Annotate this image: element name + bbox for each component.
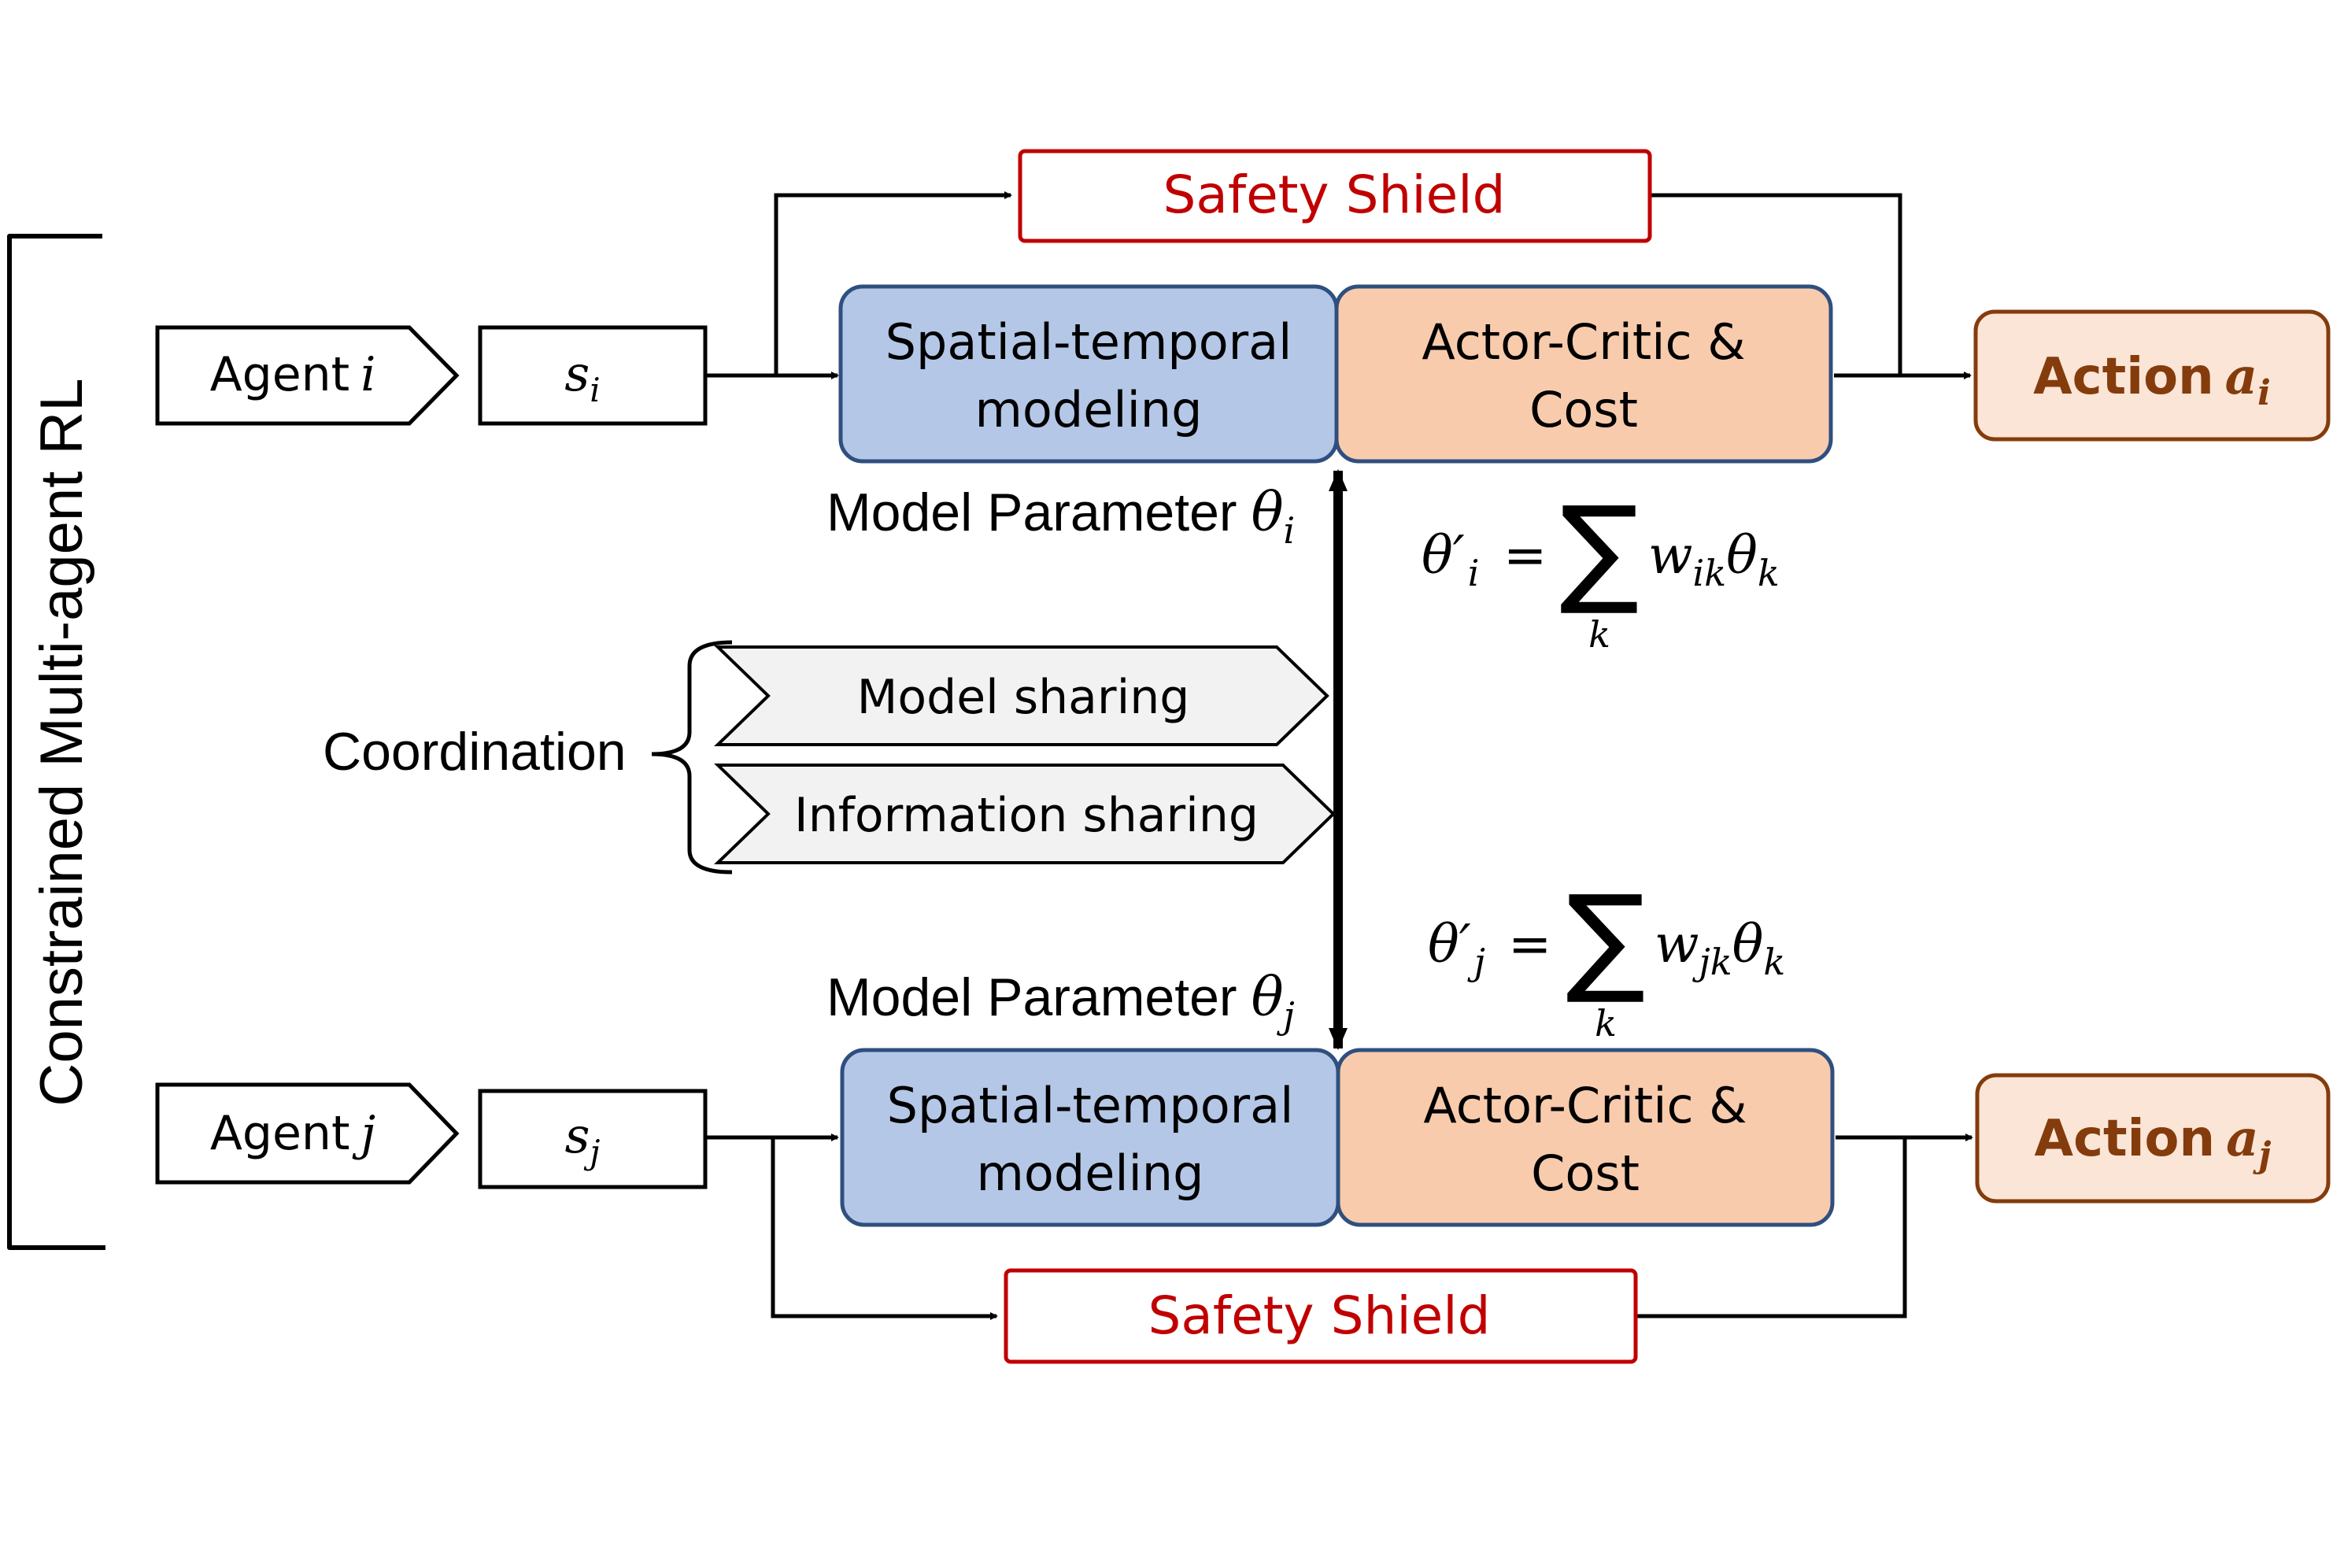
connector-state-i-to-shield (774, 191, 1012, 375)
coordination-label: Coordination (323, 722, 627, 782)
side-label-box: Constrained Multi-agent RL (7, 234, 105, 1250)
state-i-sub: i (590, 371, 600, 409)
agent-j-prefix: Agent (210, 1106, 350, 1161)
model-sharing-label: Model sharing (857, 670, 1190, 725)
information-sharing-label: Information sharing (794, 788, 1259, 843)
action-j-base: a (2226, 1109, 2258, 1168)
side-label: Constrained Multi-agent RL (28, 378, 95, 1106)
svg-text:k: k (1588, 613, 1610, 656)
svg-text:sj: sj (565, 1107, 601, 1171)
svg-text:θ′j: θ′j (1428, 914, 1485, 983)
action-i-sub: i (2257, 373, 2271, 413)
spatial-temporal-i: Spatial-temporal modeling (838, 284, 1339, 464)
spatial-j-line2: modeling (977, 1145, 1204, 1202)
spatial-temporal-j: Spatial-temporal modeling (840, 1048, 1340, 1227)
sum-j-sign: ∑ (1566, 871, 1645, 1008)
safety-shield-j-label: Safety Shield (1148, 1285, 1491, 1346)
connector-state-j-to-shield (771, 1137, 998, 1320)
svg-text:=: = (1508, 914, 1551, 974)
formula-i: θ′i = ∑ k wikθk (1422, 482, 1780, 656)
action-i-prefix: Action (2033, 348, 2214, 406)
safety-shield-i: Safety Shield (1018, 149, 1652, 243)
svg-text:si: si (564, 345, 600, 409)
svg-text:θ′i: θ′i (1422, 525, 1479, 594)
action-j-prefix: Action (2035, 1110, 2216, 1168)
chevron-model-sharing: Model sharing (714, 645, 1329, 746)
state-i-box: si (478, 325, 708, 426)
action-i-base: a (2225, 347, 2257, 406)
coordination-brace (651, 640, 733, 875)
spatial-i-line2: modeling (975, 381, 1203, 438)
connector-shield-j-out (1637, 1137, 1907, 1318)
safety-shield-j: Safety Shield (1004, 1268, 1638, 1364)
spatial-j-line1: Spatial-temporal (887, 1077, 1294, 1134)
sum-i-sign: ∑ (1559, 482, 1639, 619)
safety-shield-i-label: Safety Shield (1163, 165, 1506, 225)
agent-i-prefix: Agent (210, 347, 350, 402)
svg-text:wjkθk: wjkθk (1655, 914, 1785, 983)
svg-text:=: = (1503, 525, 1547, 586)
actor-j-line2: Cost (1531, 1145, 1640, 1202)
svg-text:k: k (1595, 1002, 1617, 1045)
actor-critic-i: Actor-Critic & Cost (1334, 284, 1833, 464)
actor-i-line2: Cost (1529, 381, 1638, 438)
spatial-i-line1: Spatial-temporal (886, 313, 1292, 371)
connector-shield-i-out (1651, 193, 1902, 375)
state-i-base: s (564, 345, 590, 402)
state-j-base: s (565, 1107, 590, 1164)
state-j-box: sj (478, 1089, 708, 1189)
formula-j: θ′j = ∑ k wjkθk (1428, 871, 1785, 1045)
actor-i-line1: Actor-Critic & (1422, 313, 1745, 371)
actor-j-line1: Actor-Critic & (1423, 1077, 1747, 1134)
chevron-information-sharing: Information sharing (714, 764, 1336, 864)
coordination-group: Coordination Model sharing Information s… (323, 640, 1336, 875)
actor-critic-j: Actor-Critic & Cost (1336, 1048, 1835, 1227)
agent-i-var: i (360, 347, 375, 402)
svg-text:wikθk: wikθk (1648, 525, 1780, 594)
